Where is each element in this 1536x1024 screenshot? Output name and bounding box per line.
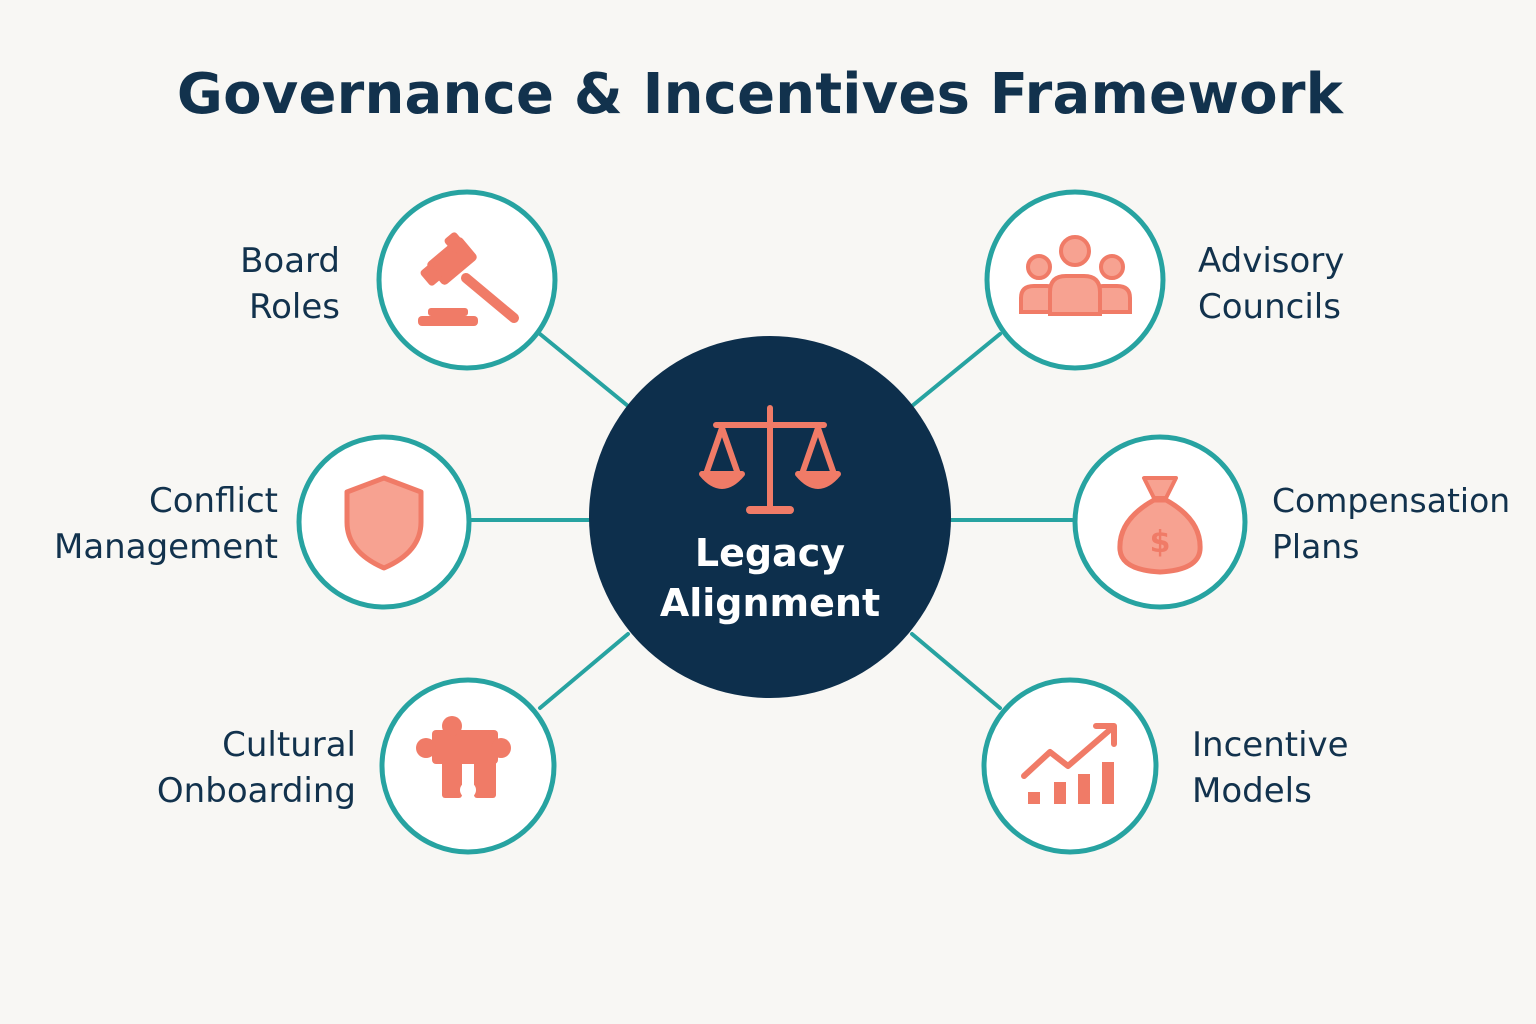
connector-advisory-councils [910,332,1002,408]
label-board-roles: Board Roles [240,241,340,327]
node-incentive-models [981,677,1159,855]
page-title: Governance & Incentives Framework [176,62,1344,127]
shield-icon [344,475,424,571]
connector-incentive-models [910,632,1002,710]
label-cultural-onboarding: Cultural Onboarding [156,725,356,811]
node-conflict-management [296,434,472,610]
hub-label: Legacy Alignment [620,528,920,628]
connector-cultural-onboarding [538,632,630,710]
dollar-sign-icon: $ [1150,525,1171,560]
hub-label-line2: Alignment [659,581,881,625]
label-incentive-models: Incentive Models [1192,725,1349,811]
label-advisory-councils: Advisory Councils [1198,241,1345,327]
hub-label-line1: Legacy [694,531,846,575]
node-advisory-councils [984,189,1166,371]
gavel-icon [418,232,519,326]
node-cultural-onboarding [379,677,557,855]
node-board-roles [376,189,558,371]
hub-circle [589,336,951,698]
money-bag-icon: $ [1117,476,1203,575]
label-conflict-management: Conflict Management [54,481,278,567]
balance-scale-icon [699,405,841,514]
label-compensation-plans: Compensation Plans [1272,481,1511,566]
puzzle-piece-icon [416,716,511,798]
growth-chart-icon [1021,723,1117,804]
people-group-icon [1019,235,1132,316]
node-compensation-plans: $ [1072,434,1248,610]
node-ring [379,677,557,855]
connector-board-roles [538,332,630,408]
